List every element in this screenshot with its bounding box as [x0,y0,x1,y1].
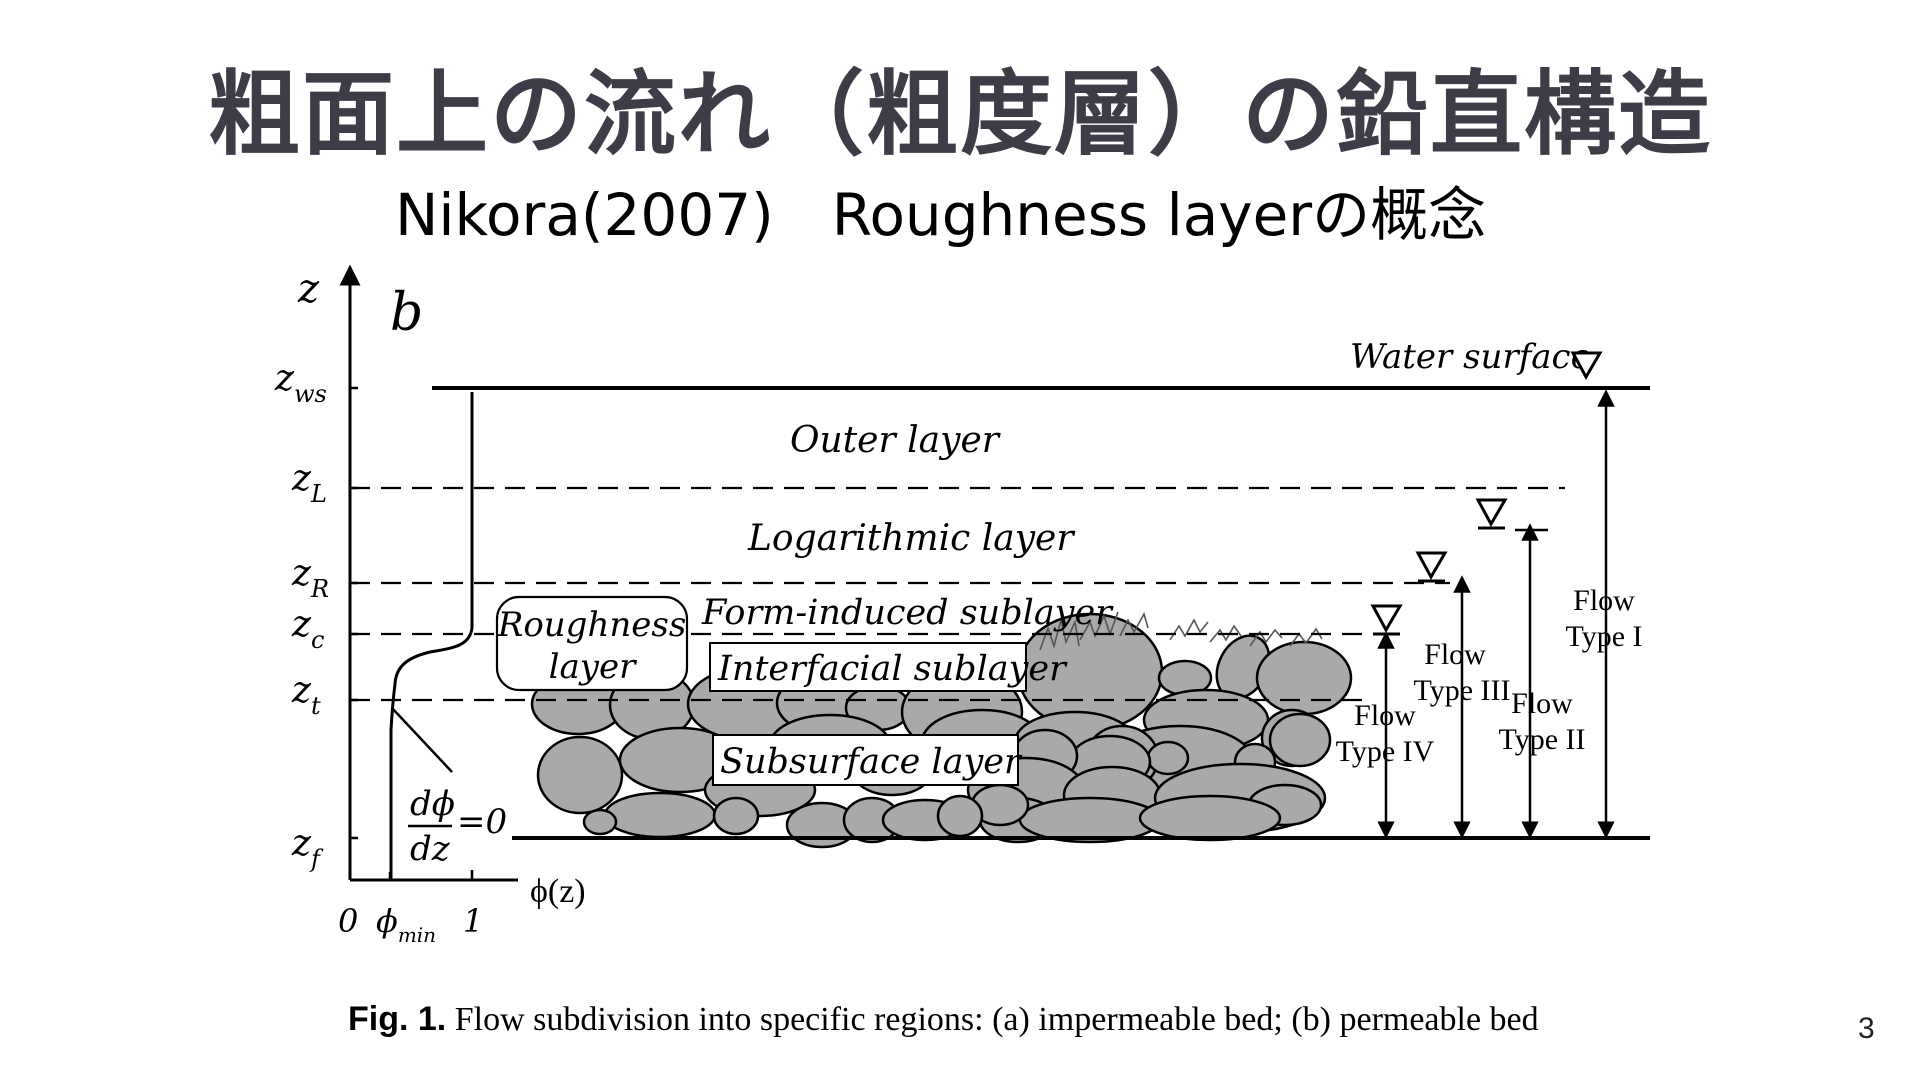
panel-label-b: b [390,283,423,343]
gravel-grain [1146,740,1190,776]
flow-type-labels: Flow Type I Flow Type II Flow Type III F… [1336,584,1643,768]
flow-type-3-line1: Flow [1424,638,1486,671]
outer-layer-label: Outer layer [790,420,1001,461]
gravel-grain [1268,712,1332,768]
axis-ticks [350,386,474,880]
level-label-f: zf [291,823,324,873]
slide-title: 粗面上の流れ（粗度層）の鉛直構造 [207,61,1712,168]
interfacial-sublayer-label: Interfacial sublayer [717,649,1068,689]
level-labels: zws zL zR zc zt zf [274,358,329,873]
gravel-grain [582,808,618,836]
logarithmic-layer-label: Logarithmic layer [747,518,1075,559]
level-label-ws: zws [274,358,327,408]
page-number: 3 [1858,1012,1875,1045]
z-axis-label: z [297,266,320,312]
flow-type-4-line1: Flow [1354,699,1416,732]
flow-type-1-line1: Flow [1573,584,1635,617]
gravel-grain [936,794,984,838]
derivative-rhs: =0 [457,802,507,842]
figure-caption: Fig. 1. Flow subdivision into specific r… [348,1000,1539,1038]
derivative-numerator: dϕ [410,784,455,824]
water-level-markers [1370,351,1603,634]
slide-subtitle: Nikora(2007) Roughness layerの概念 [395,181,1487,249]
gravel-grain [1255,640,1353,716]
derivative-denominator: dz [410,829,451,869]
flow-type-4-line2: Type IV [1336,735,1435,768]
gravel-grain [603,791,717,839]
level-label-t: zt [291,670,321,720]
form-induced-sublayer-label: Form-induced sublayer [701,593,1114,633]
tick-zero: 0 [338,902,358,940]
vegetation-tufts [1039,611,1323,651]
level-label-c: zc [291,604,324,654]
level-label-R: zR [291,553,329,603]
level-label-L: zL [291,458,327,508]
gravel-grain [536,735,624,815]
flow-type-1-line2: Type I [1565,620,1642,653]
flow-type-2-line2: Type II [1498,723,1585,756]
tick-phimin: ϕmin [376,902,436,947]
flow-type-2-line1: Flow [1511,687,1573,720]
tick-one: 1 [463,902,483,940]
subsurface-layer-label: Subsurface layer [720,742,1023,782]
flow-type-arrows [1377,389,1615,839]
gravel-grain [712,796,760,836]
water-surface-label: Water surface [1350,337,1591,377]
gravel-grain [1138,794,1282,842]
profile-tangent-line [391,707,453,773]
flow-type-3-line2: Type III [1413,674,1510,707]
roughness-layer-label-line2: layer [549,647,637,687]
roughness-layer-label-line1: Roughness [497,605,687,645]
phi-axis-label: ϕ(z) [530,873,586,910]
